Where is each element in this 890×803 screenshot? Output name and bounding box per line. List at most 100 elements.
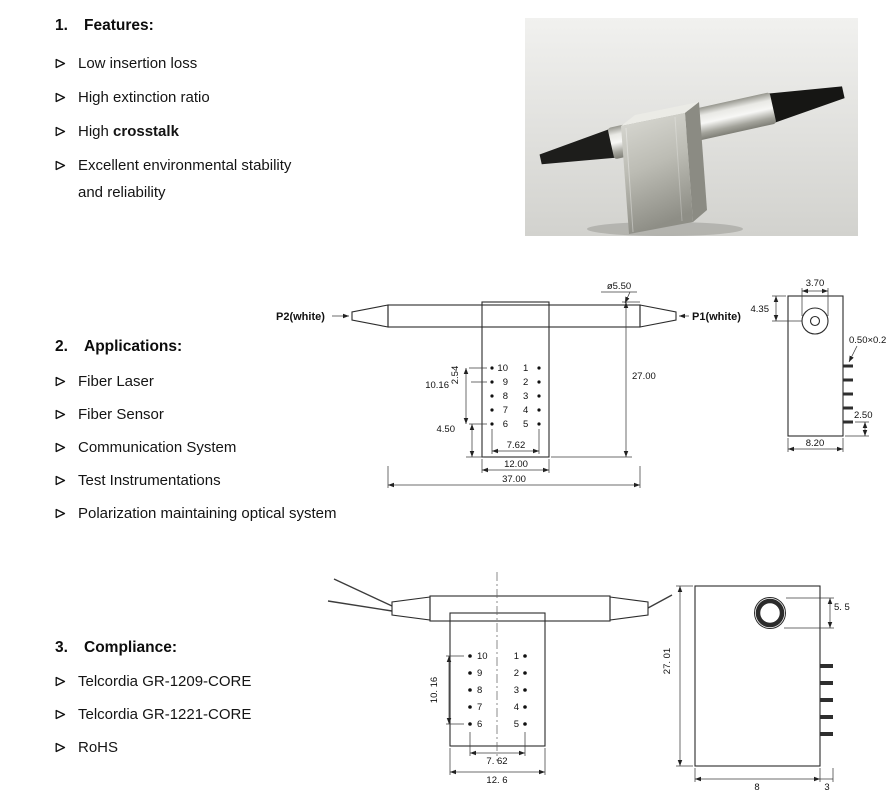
dim-diameter: ø5.50 <box>601 281 637 304</box>
arrow-bullet-icon <box>55 126 66 137</box>
list-item: Test Instrumentations <box>55 467 336 494</box>
block-front-face <box>621 113 693 234</box>
compliance-text: Telcordia GR-1209-CORE <box>78 673 252 690</box>
feature-text: Excellent environmental stability and re… <box>78 157 292 201</box>
pin-number: 1 <box>523 363 528 374</box>
section-title: Compliance: <box>84 639 178 656</box>
dim-top-width: 3.70 <box>801 278 829 316</box>
pin-number: 2 <box>523 377 528 388</box>
dim-text: 8 <box>754 782 759 793</box>
dim-text: ø5.50 <box>607 281 631 292</box>
features-heading: 1. Features: <box>55 12 291 39</box>
dim-text: 10.16 <box>425 380 449 391</box>
applications-heading: 2. Applications: <box>55 333 336 360</box>
dim-text: 37.00 <box>502 474 526 485</box>
side-view: 3.70 4.35 0.50×0.2 2.50 <box>751 278 886 452</box>
dim-height: 27. 01 <box>662 585 693 767</box>
dimension-drawing-1: P2(white) P1(white) ø5.50 10 1 9 2 8 3 7… <box>276 278 886 488</box>
pin-number: 3 <box>523 391 528 402</box>
fiber-lead <box>647 594 673 609</box>
side-body <box>694 585 821 767</box>
list-item: Excellent environmental stability and re… <box>55 152 291 206</box>
side-pins <box>820 664 833 736</box>
list-item: Telcordia GR-1209-CORE <box>55 668 251 695</box>
front-view: P2(white) P1(white) ø5.50 10 1 9 2 8 3 7… <box>276 281 741 488</box>
dim-text: 27.00 <box>632 371 656 382</box>
compliance-text: Telcordia GR-1221-CORE <box>78 706 252 723</box>
dim-block-width: 12.00 <box>481 459 550 473</box>
pin-number: 6 <box>503 419 508 430</box>
right-boot <box>609 596 649 621</box>
section-title: Features: <box>84 17 154 34</box>
dim-block-width: 12. 6 <box>449 748 546 786</box>
dim-pin-row-width: 7.62 <box>491 429 540 454</box>
dim-body-width: 8.20 <box>787 438 844 452</box>
pin-block <box>449 612 546 747</box>
arrow-bullet-icon <box>55 442 66 453</box>
fiber-port-core <box>809 315 821 327</box>
pin-number: 9 <box>503 377 508 388</box>
dim-pin-row-width: 7. 62 <box>469 732 526 767</box>
dim-pin-pitch: 2.54 <box>450 366 487 385</box>
section-number: 1. <box>55 17 68 34</box>
pin-number: 8 <box>477 685 482 696</box>
block-top-face <box>621 102 699 126</box>
dim-body-width: 8 <box>694 768 821 793</box>
compliance-text: RoHS <box>78 739 119 756</box>
pin-number: 6 <box>477 719 482 730</box>
features-section: 1. Features: Low insertion loss High ext… <box>55 12 291 213</box>
features-list: Low insertion loss High extinction ratio… <box>55 50 291 206</box>
fiber-port-ring <box>755 598 785 628</box>
dim-text: 10. 16 <box>429 677 440 703</box>
applications-section: 2. Applications: Fiber Laser Fiber Senso… <box>55 333 336 533</box>
dim-pin-span: 10. 16 <box>429 655 464 725</box>
fiber-port-circle <box>801 307 829 335</box>
arrow-bullet-icon <box>55 475 66 486</box>
dim-port-diameter: 5. 5 <box>784 597 850 629</box>
dim-text: 12. 6 <box>486 775 507 786</box>
pin-block <box>481 301 550 458</box>
shadow <box>587 222 743 236</box>
application-text: Test Instrumentations <box>78 472 221 489</box>
port-label-p2: P2(white) <box>276 311 325 323</box>
list-item: High crosstalk <box>55 118 291 145</box>
list-item: Fiber Sensor <box>55 401 336 428</box>
dim-pin-offset: 2.50 <box>845 410 873 437</box>
right-fiber-boot <box>767 86 845 123</box>
feature-text: High crosstalk <box>78 118 179 145</box>
compliance-section: 3. Compliance: Telcordia GR-1209-CORE Te… <box>55 634 251 767</box>
arrow-bullet-icon <box>55 160 66 171</box>
application-text: Fiber Sensor <box>78 406 164 423</box>
pin-number: 5 <box>514 719 519 730</box>
dim-text: 5. 5 <box>834 602 850 613</box>
feature-text: High extinction ratio <box>78 89 210 106</box>
feature-text: Low insertion loss <box>78 55 198 72</box>
arrow-bullet-icon <box>55 58 66 69</box>
pin-number: 4 <box>514 702 519 713</box>
port-label-p1: P1(white) <box>692 311 741 323</box>
left-fiber-boot <box>539 128 619 165</box>
arrow-bullet-icon <box>55 92 66 103</box>
product-photo-image <box>525 18 858 236</box>
dim-text: 2.50 <box>854 410 873 421</box>
compliance-heading: 3. Compliance: <box>55 634 251 661</box>
dim-text: 7. 62 <box>486 756 507 767</box>
application-text: Communication System <box>78 439 237 456</box>
dim-text: 4.35 <box>751 304 770 315</box>
dim-text: 4.50 <box>437 424 456 435</box>
side-pins <box>843 364 853 424</box>
fiber-lead <box>327 600 393 612</box>
dimension-drawing-2: 10 1 9 2 8 3 7 4 6 5 10. 16 <box>327 572 850 793</box>
dim-text: 2.54 <box>450 366 461 385</box>
dim-text: 27. 01 <box>662 648 673 674</box>
product-photo <box>525 18 858 236</box>
dim-text: 12.00 <box>504 459 528 470</box>
feature-text-normal: High <box>78 123 114 140</box>
feature-text-bold: crosstalk <box>113 123 179 140</box>
metal-block <box>621 102 707 234</box>
fiber-port-circle <box>754 597 786 629</box>
pin-number: 8 <box>503 391 508 402</box>
left-taper <box>351 304 389 328</box>
dim-pin-size: 0.50×0.2 <box>848 335 886 363</box>
